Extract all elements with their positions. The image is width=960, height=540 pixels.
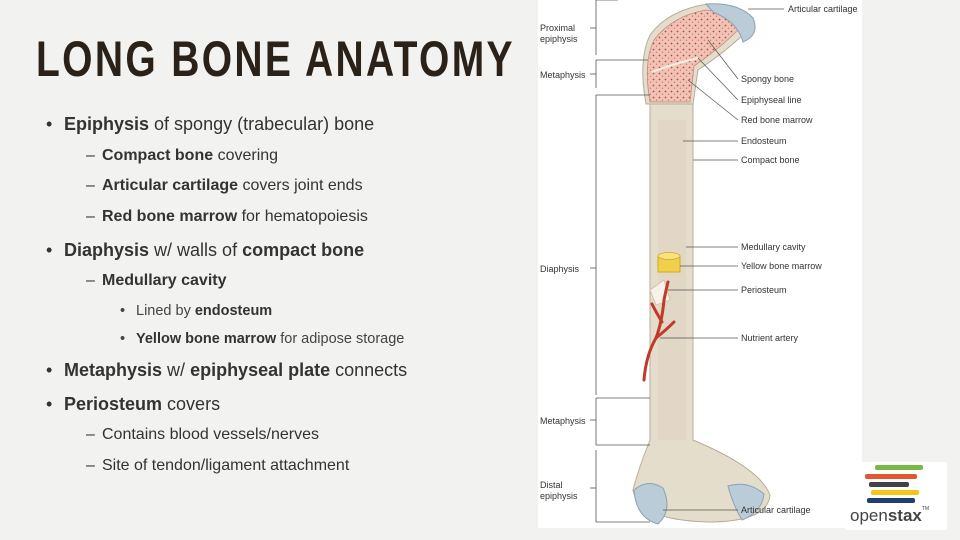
label-periosteum: Periosteum [741, 285, 787, 295]
dash: – [86, 272, 95, 289]
bold-term: Metaphysis [64, 360, 163, 380]
label-proximal-epiphysis-2: epiphysis [540, 34, 578, 44]
bold-term: Medullary cavity [102, 272, 227, 289]
bullet-metaphysis: • Metaphysis w/ epiphyseal plate connects [46, 360, 407, 381]
bold-term: Periosteum [64, 394, 163, 414]
bullet-dot: • [46, 240, 53, 260]
label-nutrient-artery: Nutrient artery [741, 333, 799, 343]
dash: – [86, 147, 95, 164]
label-proximal-epiphysis-1: Proximal [540, 23, 575, 33]
sub-sub-bullet-endosteum: • Lined by endosteum [120, 303, 272, 319]
bullet-dot: • [46, 394, 53, 414]
bullet-dot: • [120, 303, 126, 319]
sub-bullet-blood-vessels: –Contains blood vessels/nerves [86, 426, 319, 444]
label-metaphysis-bottom: Metaphysis [540, 416, 586, 426]
sub-sub-bullet-yellow-marrow: • Yellow bone marrow for adipose storage [120, 331, 404, 347]
openstax-wordmark: openstaxTM [850, 506, 929, 526]
bold-term: Articular cartilage [102, 177, 239, 194]
logo-word-light: open [850, 506, 888, 525]
logo-tm: TM [921, 506, 930, 512]
bullet-text: w/ walls of [149, 240, 243, 260]
label-compact-bone: Compact bone [741, 155, 800, 165]
label-distal-epiphysis-1: Distal [540, 480, 563, 490]
label-red-bone-marrow: Red bone marrow [741, 115, 813, 125]
bold-term: compact bone [242, 240, 365, 260]
articular-cartilage-bottom [633, 483, 668, 525]
bullet-text: connects [330, 360, 408, 380]
right-leader-lines [660, 8, 784, 511]
articular-cartilage-bottom-right [727, 483, 765, 521]
label-endosteum: Endosteum [741, 136, 787, 146]
label-epiphyseal-line: Epiphyseal line [741, 95, 802, 105]
bullet-text: Site of tendon/ligament attachment [102, 457, 350, 474]
long-bone-diagram: Proximal epiphysis Metaphysis Diaphysis … [538, 0, 862, 528]
label-metaphysis-top: Metaphysis [540, 70, 586, 80]
label-diaphysis: Diaphysis [540, 264, 580, 274]
epiphyseal-line [651, 57, 699, 73]
dash: – [86, 426, 95, 443]
bold-term: Epiphysis [64, 114, 150, 134]
dash: – [86, 177, 95, 194]
bullet-diaphysis: • Diaphysis w/ walls of compact bone [46, 240, 364, 261]
slide-title: LONG BONE ANATOMY [36, 31, 515, 87]
bold-term: epiphyseal plate [190, 360, 331, 380]
logo-word-bold: stax [887, 506, 922, 525]
bullet-text: of spongy (trabecular) bone [149, 114, 375, 134]
openstax-book-stack-icon [865, 465, 923, 503]
bold-term: endosteum [194, 303, 273, 319]
bold-term: Red bone marrow [102, 208, 238, 225]
articular-cartilage-top [704, 3, 756, 43]
bullet-text: Lined by [136, 303, 195, 319]
bullet-text: for adipose storage [276, 331, 405, 347]
spongy-bone [646, 9, 739, 103]
label-articular-cartilage-bottom: Articular cartilage [741, 505, 811, 515]
label-articular-cartilage-top: Articular cartilage [788, 4, 858, 14]
label-yellow-bone-marrow: Yellow bone marrow [741, 261, 822, 271]
bullet-epiphysis: • Epiphysis of spongy (trabecular) bone [46, 114, 374, 135]
openstax-logo: openstaxTM [845, 462, 947, 530]
bullet-dot: • [46, 360, 53, 380]
sub-bullet-medullary-cavity: –Medullary cavity [86, 272, 227, 290]
sub-bullet-articular-cartilage: –Articular cartilage covers joint ends [86, 177, 363, 195]
sub-bullet-red-marrow: –Red bone marrow for hematopoiesis [86, 208, 368, 226]
bullet-text: for hematopoiesis [237, 208, 368, 225]
yellow-marrow-top [657, 252, 681, 260]
bullet-periosteum: • Periosteum covers [46, 394, 220, 415]
bullet-list: • Epiphysis of spongy (trabecular) bone –… [46, 114, 407, 475]
dash: – [86, 208, 95, 225]
bone-illustration: Proximal epiphysis Metaphysis Diaphysis … [540, 0, 858, 525]
dash: – [86, 457, 95, 474]
bullet-text: covers [162, 394, 221, 414]
medullary-cavity [658, 120, 686, 440]
label-spongy-bone: Spongy bone [741, 74, 794, 84]
bullet-text: covers joint ends [238, 177, 363, 194]
bullet-dot: • [46, 114, 53, 134]
sub-bullet-attachment: –Site of tendon/ligament attachment [86, 457, 349, 475]
bullet-text: covering [213, 147, 279, 164]
sub-bullet-compact-bone: –Compact bone covering [86, 147, 278, 165]
bold-term: Diaphysis [64, 240, 150, 260]
bold-term: Yellow bone marrow [136, 331, 277, 347]
bullet-text: w/ [162, 360, 191, 380]
left-brackets [590, 0, 650, 523]
bullet-dot: • [120, 331, 126, 347]
bold-term: Compact bone [102, 147, 214, 164]
label-medullary-cavity: Medullary cavity [741, 242, 806, 252]
bullet-text: Contains blood vessels/nerves [102, 426, 320, 443]
label-distal-epiphysis-2: epiphysis [540, 491, 578, 501]
nutrient-artery [642, 280, 676, 382]
